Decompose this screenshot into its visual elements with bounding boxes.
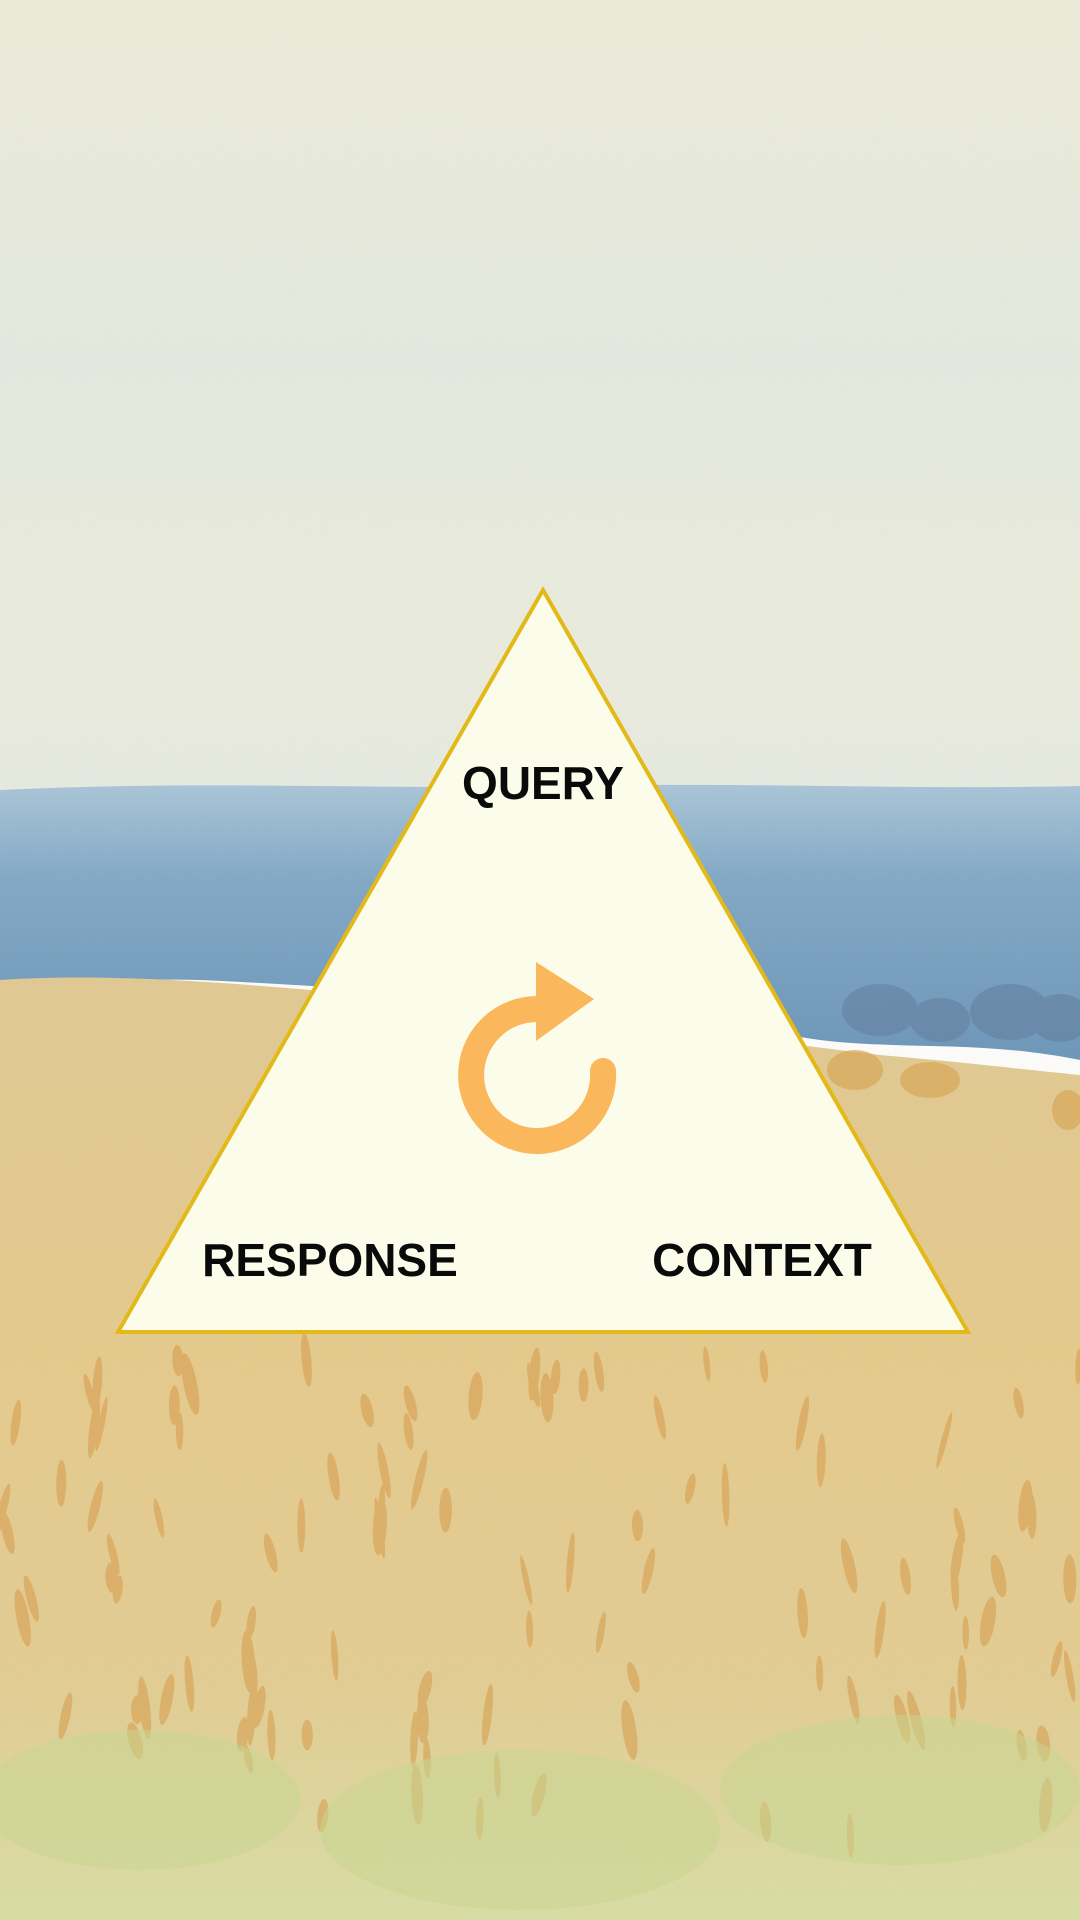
label-context: CONTEXT bbox=[652, 1234, 872, 1286]
label-query: QUERY bbox=[462, 757, 624, 809]
refresh-cycle-icon bbox=[458, 962, 617, 1154]
triangle-diagram: QUERY RESPONSE CONTEXT bbox=[114, 585, 972, 1334]
label-response: RESPONSE bbox=[202, 1234, 458, 1286]
triangle bbox=[114, 585, 972, 1334]
